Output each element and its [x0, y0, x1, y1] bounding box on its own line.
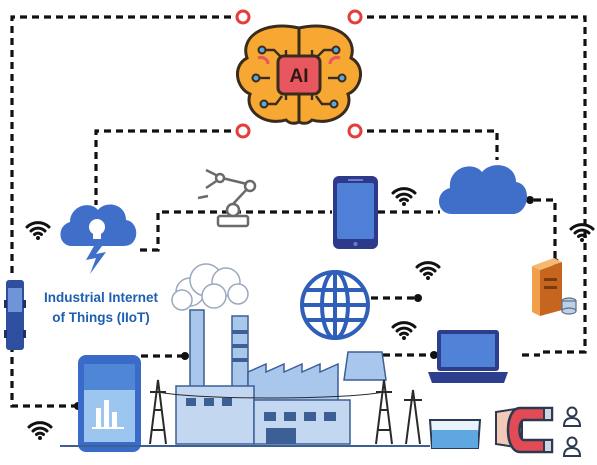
line-end-dots — [74, 196, 559, 410]
globe-icon — [300, 270, 370, 340]
truck-icon — [4, 280, 26, 350]
link-cloud-server — [522, 198, 557, 262]
link-truck-tablet — [10, 345, 78, 408]
iiot-label-line1: Industrial Internet — [43, 290, 158, 305]
wifi-icon — [27, 421, 53, 442]
wifi-icon — [569, 223, 595, 244]
node-top-left — [235, 9, 251, 25]
iiot-label-line2: of Things (IIoT) — [52, 310, 150, 325]
wifi-icon — [391, 187, 417, 208]
link-ai-cloud-idea — [94, 129, 243, 205]
node-bottom-left — [235, 123, 251, 139]
link-ai-cloud — [355, 129, 499, 160]
iiot-label: Industrial Internet of Things (IIoT) — [26, 288, 176, 328]
factory-icon — [60, 263, 430, 447]
magnet-icon — [428, 406, 554, 454]
link-robot-phone — [140, 210, 332, 252]
node-top-right — [347, 9, 363, 25]
brain-ai-icon — [236, 24, 362, 125]
link-ai-right — [355, 15, 587, 354]
user-icon — [563, 406, 581, 427]
ai-connector-nodes — [235, 9, 363, 139]
cloud-idea-icon — [60, 204, 137, 274]
user-icon — [563, 436, 581, 457]
connection-lines — [10, 15, 587, 408]
robot-arm-icon — [197, 168, 257, 228]
smartphone-icon — [333, 176, 378, 249]
wifi-icon — [25, 221, 51, 242]
cloud-icon — [438, 165, 528, 214]
wifi-icon — [391, 321, 417, 342]
tablet-chart-icon — [78, 355, 141, 452]
node-bottom-right — [347, 123, 363, 139]
link-ai-left — [10, 15, 243, 275]
wifi-icon — [415, 261, 441, 282]
ai-chip-label: AI — [290, 66, 309, 87]
server-icon — [532, 258, 577, 316]
laptop-icon — [428, 330, 508, 383]
